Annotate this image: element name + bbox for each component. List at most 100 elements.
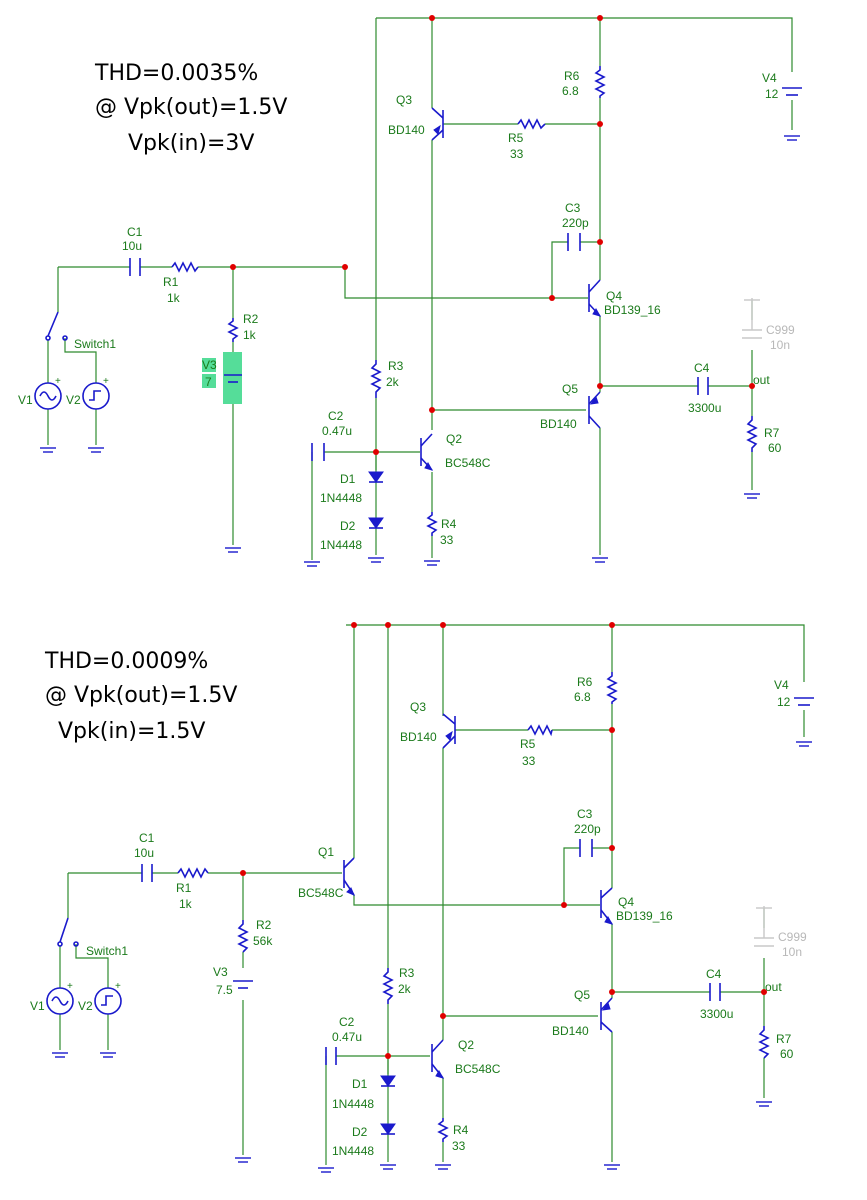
q4-name: Q4 bbox=[606, 289, 622, 303]
r2-name: R2 bbox=[243, 312, 259, 326]
v2-label: V2 bbox=[66, 393, 81, 407]
q4-value-2: BD139_16 bbox=[616, 909, 673, 923]
q2-name: Q2 bbox=[446, 432, 462, 446]
r3-value: 2k bbox=[386, 375, 400, 389]
q2-name-2: Q2 bbox=[458, 1038, 474, 1052]
r6-value-2: 6.8 bbox=[574, 690, 591, 704]
r6-name: R6 bbox=[564, 69, 580, 83]
v3-name-2: V3 bbox=[213, 965, 228, 979]
thd-label: THD=0.0035% bbox=[94, 61, 258, 86]
v2-label-2: V2 bbox=[78, 999, 93, 1013]
c1-value: 10u bbox=[122, 239, 142, 253]
r1-name: R1 bbox=[163, 275, 179, 289]
r5-value-2: 33 bbox=[522, 754, 536, 768]
d1-value-2: 1N4448 bbox=[332, 1097, 374, 1111]
d1-name: D1 bbox=[340, 472, 356, 486]
q3-name-2: Q3 bbox=[410, 700, 426, 714]
r3-name: R3 bbox=[388, 359, 404, 373]
c3-name-2: C3 bbox=[577, 807, 593, 821]
c3-value-2: 220p bbox=[574, 822, 601, 836]
c2-value: 0.47u bbox=[322, 424, 352, 438]
c999-value-2: 10n bbox=[782, 945, 802, 959]
v4-name-2: V4 bbox=[774, 678, 789, 692]
r3-name-2: R3 bbox=[399, 966, 415, 980]
c2-name: C2 bbox=[328, 409, 344, 423]
q3-name: Q3 bbox=[396, 93, 412, 107]
r1-value: 1k bbox=[167, 291, 181, 305]
c999-name: C999 bbox=[766, 323, 795, 337]
out-label-2: out bbox=[765, 980, 782, 994]
r7-name-2: R7 bbox=[776, 1032, 792, 1046]
r5-name: R5 bbox=[508, 131, 524, 145]
r5-name-2: R5 bbox=[520, 737, 536, 751]
d2-value: 1N4448 bbox=[320, 538, 362, 552]
v4-value: 12 bbox=[765, 87, 779, 101]
d2-name: D2 bbox=[340, 519, 356, 533]
svg-text:+: + bbox=[55, 376, 61, 387]
bottom-schematic: THD=0.0009% @ Vpk(out)=1.5V Vpk(in)=1.5V bbox=[30, 622, 814, 1173]
c4-value: 3300u bbox=[688, 401, 721, 415]
d2-name-2: D2 bbox=[352, 1125, 368, 1139]
r2-name-2: R2 bbox=[256, 918, 272, 932]
q2-value: BC548C bbox=[445, 456, 491, 470]
d2-value-2: 1N4448 bbox=[332, 1144, 374, 1158]
r4-name-2: R4 bbox=[453, 1123, 469, 1137]
c1-value-2: 10u bbox=[134, 846, 154, 860]
r6-value: 6.8 bbox=[562, 84, 579, 98]
r4-value: 33 bbox=[440, 533, 454, 547]
c2-value-2: 0.47u bbox=[332, 1030, 362, 1044]
r4-name: R4 bbox=[441, 517, 457, 531]
r2-value-2: 56k bbox=[253, 934, 273, 948]
top-schematic: THD=0.0035% @ Vpk(out)=1.5V Vpk(in)=3V bbox=[18, 15, 802, 567]
q3-value: BD140 bbox=[388, 123, 425, 137]
r7-value: 60 bbox=[768, 441, 782, 455]
vin-label-2: Vpk(in)=1.5V bbox=[58, 719, 205, 744]
r1-value-2: 1k bbox=[179, 897, 193, 911]
q1-name-2: Q1 bbox=[318, 845, 334, 859]
thd-label-2: THD=0.0009% bbox=[44, 649, 208, 674]
c1-name-2: C1 bbox=[139, 831, 155, 845]
r3-value-2: 2k bbox=[398, 982, 412, 996]
r2-value: 1k bbox=[243, 328, 257, 342]
q4-value: BD139_16 bbox=[604, 303, 661, 317]
r4-value-2: 33 bbox=[452, 1139, 466, 1153]
c999-value: 10n bbox=[770, 338, 790, 352]
d1-name-2: D1 bbox=[352, 1077, 368, 1091]
v3-value-2: 7.5 bbox=[216, 983, 233, 997]
r1-name-2: R1 bbox=[176, 881, 192, 895]
switch1-label-2: Switch1 bbox=[86, 944, 128, 958]
svg-text:+: + bbox=[67, 981, 73, 992]
q4-name-2: Q4 bbox=[618, 895, 634, 909]
c4-value-2: 3300u bbox=[700, 1007, 733, 1021]
vin-label: Vpk(in)=3V bbox=[128, 131, 254, 156]
v3-name: V3 bbox=[202, 358, 217, 372]
svg-text:+: + bbox=[103, 376, 109, 387]
c1-name: C1 bbox=[127, 225, 143, 239]
q5-value-2: BD140 bbox=[552, 1024, 589, 1038]
c2-name-2: C2 bbox=[339, 1015, 355, 1029]
c3-value: 220p bbox=[562, 216, 589, 230]
r7-name: R7 bbox=[764, 426, 780, 440]
c4-name: C4 bbox=[694, 361, 710, 375]
r7-value-2: 60 bbox=[780, 1047, 794, 1061]
vout-label: @ Vpk(out)=1.5V bbox=[95, 95, 287, 120]
q1-value-2: BC548C bbox=[298, 886, 344, 900]
c3-name: C3 bbox=[565, 201, 581, 215]
v4-name: V4 bbox=[762, 71, 777, 85]
vout-label-2: @ Vpk(out)=1.5V bbox=[45, 683, 237, 708]
out-label: out bbox=[753, 373, 770, 387]
switch1-label: Switch1 bbox=[74, 337, 116, 351]
svg-text:+: + bbox=[115, 981, 121, 992]
r6-name-2: R6 bbox=[577, 675, 593, 689]
v3-value: 7 bbox=[205, 375, 212, 389]
v1-label-2: V1 bbox=[30, 999, 45, 1013]
q2-value-2: BC548C bbox=[455, 1062, 501, 1076]
q5-name: Q5 bbox=[562, 382, 578, 396]
q5-value: BD140 bbox=[540, 417, 577, 431]
r5-value: 33 bbox=[510, 147, 524, 161]
v1-label: V1 bbox=[18, 393, 33, 407]
v4-value-2: 12 bbox=[777, 695, 791, 709]
c4-name-2: C4 bbox=[706, 967, 722, 981]
